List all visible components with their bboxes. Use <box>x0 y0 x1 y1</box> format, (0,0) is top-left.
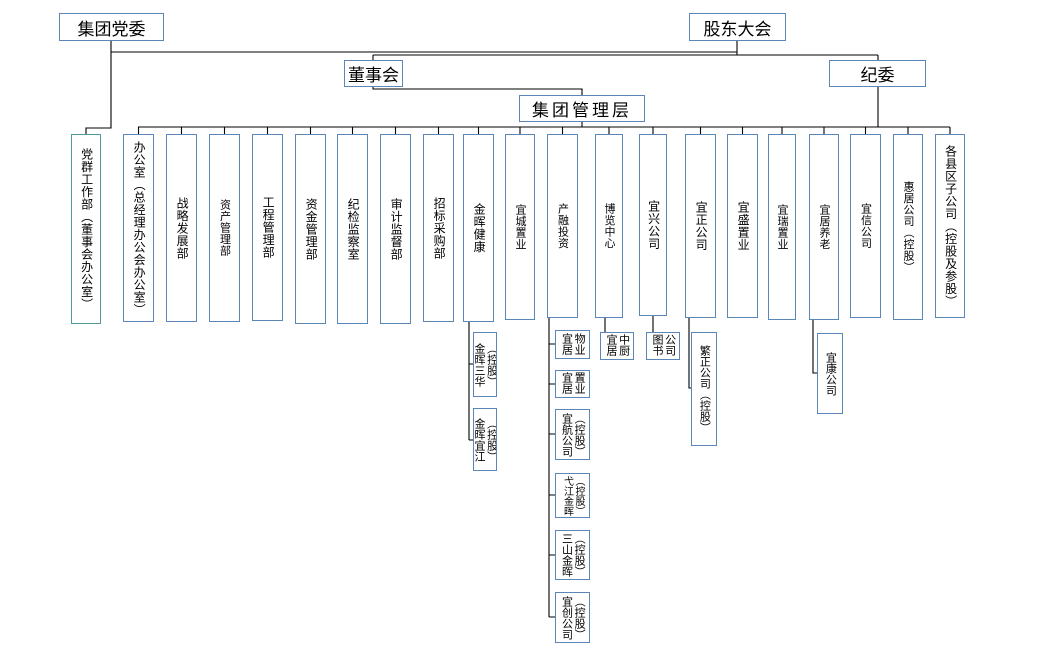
subsidiary-note: （控股） <box>573 412 587 457</box>
party-affairs-dept-box: 党群工作部（董事会办公室） <box>71 134 101 324</box>
huiju-company-box: 惠居公司（控股） <box>893 134 923 320</box>
yiju-elderly-care-label: 宜居养老 <box>818 204 832 250</box>
county-subsidiaries-label: 各县区子公司（控股及参股） <box>943 144 958 308</box>
yichuang-company-text: 宜创公司 （控股） <box>560 595 587 640</box>
yiju-elderly-care-box: 宜居养老 <box>809 134 839 320</box>
board-label: 董事会 <box>348 66 399 86</box>
industry-finance-investment-label: 产融投资 <box>556 203 570 249</box>
huiju-company-label: 惠居公司（控股） <box>902 181 916 273</box>
yizheng-company-box: 宜正公司 <box>685 134 716 318</box>
yicheng-realestate-box: 宜城置业 <box>505 134 535 320</box>
jinhui-health-label: 金晖健康 <box>472 203 487 253</box>
subsidiary-name: 宜创公司 <box>560 595 574 640</box>
yizheng-company-label: 宜正公司 <box>694 201 709 251</box>
subsidiary-name: 金晖宜江 <box>473 417 486 462</box>
yikang-company-box: 宜康公司 <box>817 333 843 414</box>
subsidiary-note: （控股） <box>573 475 584 516</box>
book-company-box: 图书公司 <box>646 332 680 360</box>
audit-dept-label: 审计监督部 <box>389 197 404 261</box>
jinhui-sanhua-text: 金晖三华 （控股） <box>473 342 497 387</box>
subsidiary-name: 宜康公司 <box>824 351 838 396</box>
subsidiary-name: 宜居物业 <box>560 332 587 355</box>
yixing-company-label: 宜兴公司 <box>646 200 661 250</box>
jinhui-yijiang-text: 金晖宜江 （控股） <box>473 417 497 462</box>
expo-center-label: 博览中心 <box>603 203 617 249</box>
connector-line <box>85 41 112 134</box>
yihang-company-box: 宜航公司 （控股） <box>555 409 590 460</box>
asset-mgmt-dept-label: 资产管理部 <box>218 199 232 257</box>
fanzheng-company-text: 繁正公司（控股） <box>698 345 711 433</box>
county-subsidiaries-box: 各县区子公司（控股及参股） <box>935 134 965 318</box>
finance-dept-label: 资金管理部 <box>304 197 319 261</box>
subsidiary-name: 三山金晖 <box>560 533 574 577</box>
connector-line <box>688 318 691 389</box>
subsidiary-name: 宜航公司 <box>560 412 574 457</box>
yiju-kitchen-box: 宜居中厨 <box>600 332 634 360</box>
expo-center-box: 博览中心 <box>595 134 623 318</box>
discipline-inspection-office-box: 纪检监察室 <box>337 134 368 324</box>
yirui-realestate-label: 宜瑞置业 <box>776 204 790 250</box>
general-office-label: 办公室（总经理办公会办公室） <box>132 140 147 316</box>
yiju-realestate-box: 宜居置业 <box>555 370 590 398</box>
shareholders-meeting-box: 股东大会 <box>689 13 786 41</box>
connector-line <box>812 320 817 374</box>
board-box: 董事会 <box>344 60 403 87</box>
engineering-dept-label: 工程管理部 <box>261 196 276 259</box>
party-affairs-dept-label: 党群工作部（董事会办公室） <box>79 147 94 311</box>
discipline-committee-box: 纪委 <box>829 60 926 87</box>
finance-dept-box: 资金管理部 <box>295 134 326 324</box>
subsidiary-note: （控股） <box>698 389 712 433</box>
yixin-company-box: 宜信公司 <box>850 134 881 318</box>
department-ticks <box>137 127 951 134</box>
discipline-committee-label: 纪委 <box>860 66 895 86</box>
asset-mgmt-dept-box: 资产管理部 <box>209 134 240 322</box>
sanshan-jinhui-text: 三山金晖 （控股） <box>560 533 587 577</box>
connector-line <box>548 318 555 618</box>
party-committee-box: 集团党委 <box>59 13 164 41</box>
yichuang-company-box: 宜创公司 （控股） <box>555 592 590 643</box>
subsidiary-note: （控股） <box>485 342 497 387</box>
yisheng-realestate-label: 宜盛置业 <box>736 201 751 251</box>
subsidiary-name: 繁正公司 <box>698 345 712 389</box>
yisheng-realestate-box: 宜盛置业 <box>727 134 758 318</box>
engineering-dept-box: 工程管理部 <box>252 134 283 321</box>
audit-dept-box: 审计监督部 <box>380 134 411 324</box>
yijiang-jinhui-box: 弋江金晖 （控股） <box>555 473 590 518</box>
fanzheng-company-box: 繁正公司（控股） <box>691 332 717 446</box>
industry-finance-investment-box: 产融投资 <box>547 134 578 318</box>
jinhui-health-box: 金晖健康 <box>463 134 494 322</box>
subsidiary-name: 宜居中厨 <box>605 334 631 356</box>
subsidiary-name: 图书公司 <box>651 334 677 356</box>
discipline-inspection-office-label: 纪检监察室 <box>346 197 361 261</box>
subsidiary-note: （控股） <box>485 417 497 462</box>
procurement-dept-box: 招标采购部 <box>423 134 454 322</box>
subsidiary-name: 宜居置业 <box>560 372 587 394</box>
procurement-dept-label: 招标采购部 <box>432 196 447 260</box>
subsidiary-note: （控股） <box>573 595 587 640</box>
subsidiary-note: （控股） <box>573 533 587 577</box>
connector-line <box>468 322 473 441</box>
strategy-dept-box: 战略发展部 <box>166 134 197 322</box>
yixin-company-label: 宜信公司 <box>859 203 873 249</box>
yixing-company-box: 宜兴公司 <box>639 134 667 316</box>
management-label: 集团管理层 <box>532 101 632 121</box>
jinhui-yijiang-box: 金晖宜江 （控股） <box>473 408 497 471</box>
general-office-box: 办公室（总经理办公会办公室） <box>123 134 154 322</box>
yirui-realestate-box: 宜瑞置业 <box>768 134 796 320</box>
subsidiary-name: 金晖三华 <box>473 342 486 387</box>
connector-line <box>372 87 583 95</box>
shareholders-meeting-label: 股东大会 <box>703 19 772 40</box>
sanshan-jinhui-box: 三山金晖 （控股） <box>555 530 590 580</box>
strategy-dept-label: 战略发展部 <box>175 196 190 260</box>
yihang-company-text: 宜航公司 （控股） <box>560 412 587 457</box>
yiju-property-box: 宜居物业 <box>555 330 590 359</box>
management-box: 集团管理层 <box>519 95 645 122</box>
jinhui-sanhua-box: 金晖三华 （控股） <box>473 332 497 397</box>
subsidiary-name: 弋江金晖 <box>561 475 573 516</box>
yijiang-jinhui-text: 弋江金晖 （控股） <box>561 475 585 516</box>
party-committee-label: 集团党委 <box>77 19 146 40</box>
yicheng-realestate-label: 宜城置业 <box>514 204 528 250</box>
